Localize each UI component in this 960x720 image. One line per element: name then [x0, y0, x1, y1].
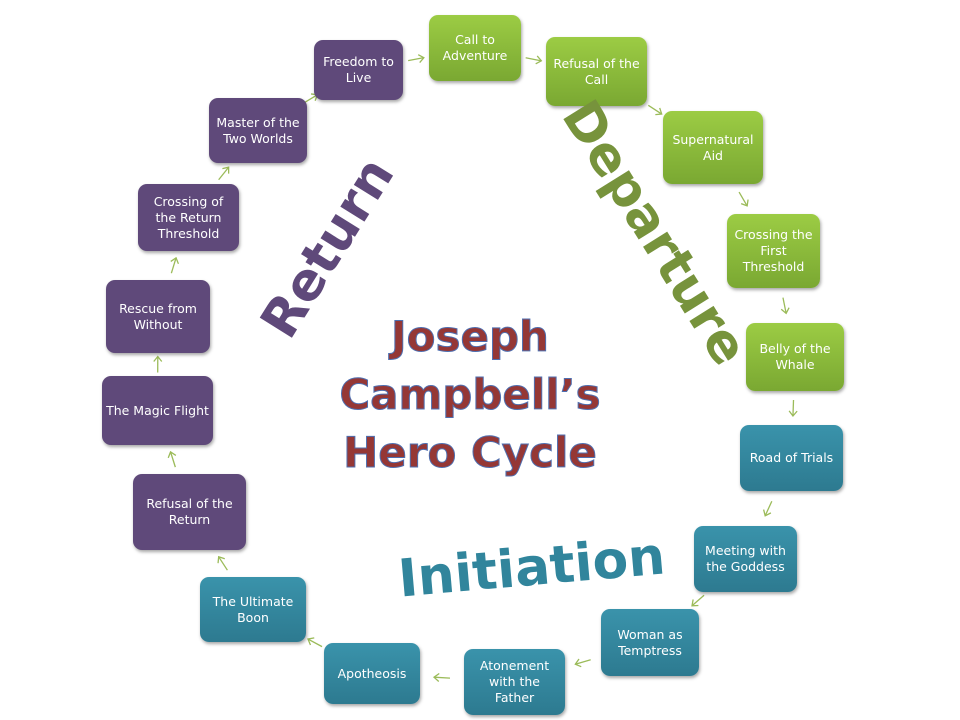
arrow-icon — [217, 555, 228, 571]
stage-magic-flight: The Magic Flight — [102, 376, 213, 445]
arrow-icon — [167, 450, 177, 468]
stage-road-of-trials: Road of Trials — [740, 425, 843, 491]
arrow-icon — [780, 297, 790, 315]
arrow-icon — [408, 54, 425, 63]
arrow-icon — [307, 637, 323, 648]
arrow-icon — [788, 399, 798, 418]
stage-call-to-adventure: Call to Adventure — [429, 15, 521, 81]
stage-apotheosis: Apotheosis — [324, 643, 420, 704]
arrow-icon — [153, 355, 163, 373]
stage-crossing-first-threshold: Crossing the First Threshold — [727, 214, 820, 288]
stage-belly-of-the-whale: Belly of the Whale — [746, 323, 844, 391]
stage-ultimate-boon: The Ultimate Boon — [200, 577, 306, 642]
stage-freedom-to-live: Freedom to Live — [314, 40, 403, 100]
title-line-2: Campbell’s — [339, 370, 601, 420]
stage-woman-as-temptress: Woman as Temptress — [601, 609, 699, 676]
arrow-icon — [691, 594, 705, 607]
stage-crossing-return-threshold: Crossing of the Return Threshold — [138, 184, 239, 251]
title-line-3: Hero Cycle — [343, 428, 598, 478]
title-line-1: Joseph — [391, 312, 550, 362]
arrow-icon — [218, 166, 230, 181]
stage-master-of-two-worlds: Master of the Two Worlds — [209, 98, 307, 163]
arrow-icon — [574, 658, 591, 668]
stage-refusal-of-the-call: Refusal of the Call — [546, 37, 647, 106]
stage-atonement-with-father: Atonement with the Father — [464, 649, 565, 715]
arrow-icon — [170, 256, 180, 274]
diagram-title: Joseph Campbell’s Hero Cycle — [330, 308, 610, 482]
arrow-icon — [525, 55, 543, 65]
stage-rescue-from-without: Rescue from Without — [106, 280, 210, 353]
arrow-icon — [647, 104, 663, 116]
arrow-icon — [762, 500, 773, 517]
stage-meeting-with-goddess: Meeting with the Goddess — [694, 526, 797, 592]
stage-supernatural-aid: Supernatural Aid — [663, 111, 763, 184]
stage-refusal-of-the-return: Refusal of the Return — [133, 474, 246, 550]
arrow-icon — [738, 191, 749, 207]
arrow-icon — [432, 672, 451, 682]
